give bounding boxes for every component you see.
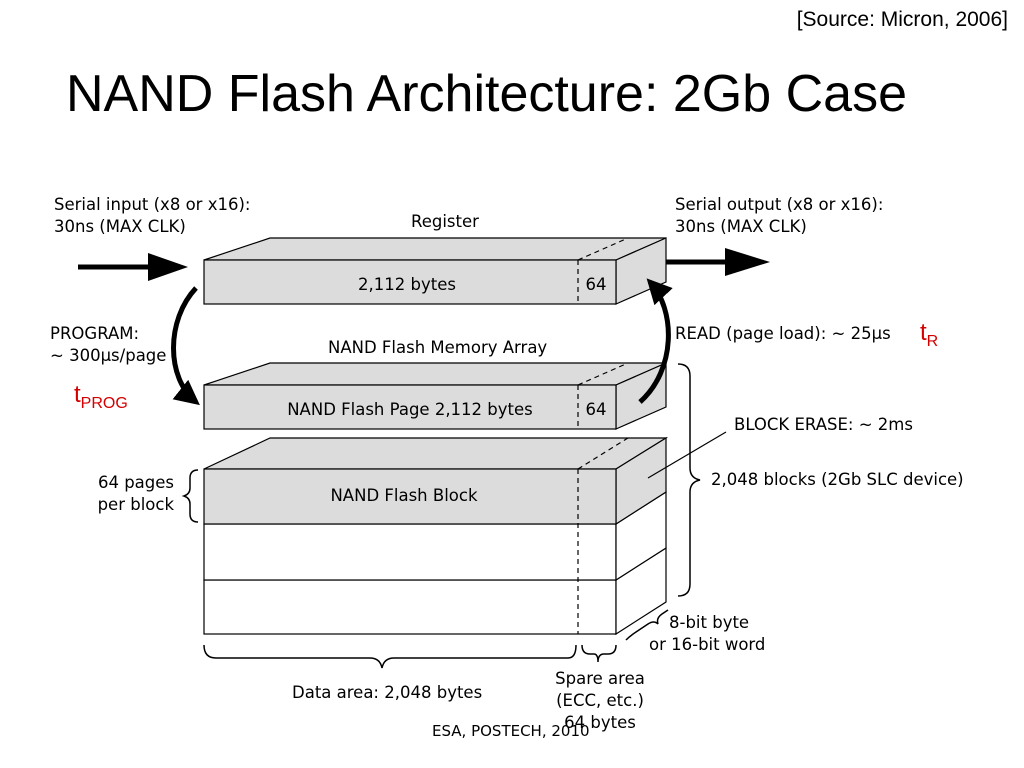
source-citation: [Source: Micron, 2006] bbox=[796, 8, 1008, 31]
pages-brace bbox=[181, 469, 199, 523]
program-arrow bbox=[171, 286, 200, 406]
read-label: READ (page load): ~ 25μs bbox=[675, 324, 891, 343]
blocks-bracket bbox=[677, 363, 701, 597]
array-label: NAND Flash Memory Array bbox=[328, 338, 548, 357]
spare-area-brace bbox=[581, 644, 617, 663]
register-box bbox=[203, 237, 667, 305]
serial-output-arrow bbox=[660, 248, 770, 276]
blocks-count-label: 2,048 blocks (2Gb SLC device) bbox=[711, 470, 964, 489]
word-size-label: 8-bit byte or 16-bit word bbox=[649, 613, 766, 654]
page-spare: 64 bbox=[586, 400, 607, 419]
pages-per-block-label: 64 pages per block bbox=[97, 473, 174, 514]
data-area-brace bbox=[203, 644, 577, 669]
spare-area-label: Spare area (ECC, etc.) 64 bytes bbox=[555, 669, 645, 732]
page-box bbox=[203, 362, 667, 430]
read-arrow bbox=[638, 278, 673, 404]
serial-output-label: Serial output (x8 or x16): 30ns (MAX CLK… bbox=[675, 195, 884, 236]
register-bytes: 2,112 bytes bbox=[358, 275, 456, 294]
block-erase-label: BLOCK ERASE: ~ 2ms bbox=[734, 415, 913, 434]
program-label: PROGRAM: ~ 300μs/page bbox=[50, 324, 167, 365]
word-size-brace bbox=[625, 609, 669, 641]
page-label: NAND Flash Page 2,112 bytes bbox=[287, 400, 533, 419]
footer: ESA, POSTECH, 2010 bbox=[432, 722, 590, 740]
block-label: NAND Flash Block bbox=[330, 486, 477, 505]
register-label: Register bbox=[411, 212, 479, 231]
register-spare: 64 bbox=[586, 275, 607, 294]
serial-input-arrow bbox=[78, 253, 188, 281]
slide-title: NAND Flash Architecture: 2Gb Case bbox=[66, 65, 907, 123]
block-erase-pointer bbox=[647, 431, 727, 479]
block-stack bbox=[203, 436, 669, 636]
t-prog-label: tPROG bbox=[74, 381, 128, 413]
serial-input-label: Serial input (x8 or x16): 30ns (MAX CLK) bbox=[54, 195, 251, 236]
data-area-label: Data area: 2,048 bytes bbox=[292, 683, 483, 702]
t-r-label: tR bbox=[920, 319, 939, 351]
